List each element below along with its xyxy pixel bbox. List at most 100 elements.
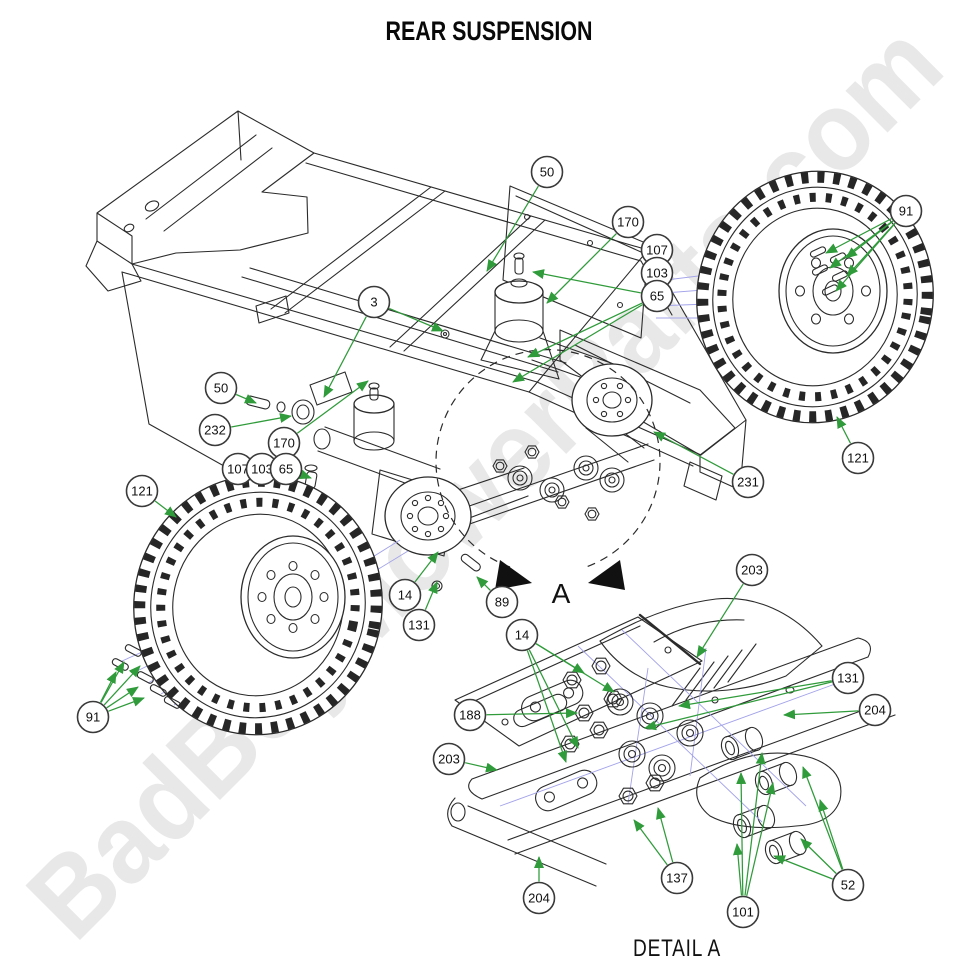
leader-line: [535, 643, 615, 693]
detail-cut-circle: [435, 349, 661, 568]
callout-204[interactable]: 204: [522, 856, 556, 915]
callout-50[interactable]: 50: [204, 371, 257, 405]
leader-line: [656, 807, 674, 863]
callout-bubble[interactable]: [432, 742, 466, 776]
leader-line: [424, 581, 438, 611]
callout-number: 137: [666, 871, 688, 886]
callout-65[interactable]: 65: [512, 269, 674, 383]
leader-line: [298, 469, 312, 480]
callout-50[interactable]: 50: [486, 155, 564, 272]
left-shock-absorber: [353, 382, 395, 451]
callout-170[interactable]: 170: [546, 205, 645, 304]
callout-bubble[interactable]: [357, 285, 391, 319]
callout-bubble[interactable]: [660, 861, 694, 895]
callout-203[interactable]: 203: [696, 553, 769, 658]
callout-number: 232: [204, 423, 226, 438]
lug-bolt: [163, 696, 181, 709]
callout-bubble[interactable]: [76, 700, 110, 734]
callout-number: 91: [899, 204, 913, 219]
callout-number: 65: [279, 462, 293, 477]
callout-170[interactable]: 170: [267, 380, 369, 460]
callout-bubble[interactable]: [858, 693, 892, 727]
callout-107[interactable]: 107: [640, 233, 674, 267]
callout-bubble[interactable]: [505, 618, 539, 652]
detail-main-plate: [454, 616, 757, 747]
callout-bubble[interactable]: [841, 441, 875, 475]
callout-bubble[interactable]: [889, 194, 923, 228]
leader-line: [464, 762, 498, 773]
callout-number: 3: [370, 295, 377, 310]
leader-line: [773, 855, 833, 880]
leader-line: [825, 218, 892, 254]
callout-number: 50: [540, 165, 554, 180]
callout-91[interactable]: 91: [825, 194, 923, 292]
callout-203[interactable]: 203: [432, 742, 498, 776]
callout-bubble[interactable]: [198, 413, 232, 447]
callout-101[interactable]: 101: [726, 752, 776, 929]
callout-number: 204: [864, 703, 886, 718]
callout-121[interactable]: 121: [836, 416, 875, 475]
callout-14[interactable]: 14: [505, 618, 615, 763]
callout-bubble[interactable]: [485, 585, 519, 619]
callout-137[interactable]: 137: [633, 807, 694, 895]
main-view-illustration: [85, 110, 934, 736]
callout-14[interactable]: 14: [388, 551, 439, 612]
axle-hardware: [406, 382, 632, 538]
leader-line: [103, 665, 141, 706]
callout-bubble[interactable]: [388, 578, 422, 612]
callout-89[interactable]: 89: [476, 576, 519, 619]
frame-cross-members: [121, 186, 649, 541]
alignment-guides: [499, 629, 847, 823]
leader-line: [388, 307, 444, 332]
callout-bubble[interactable]: [831, 868, 865, 902]
leader-line: [108, 697, 145, 712]
callout-number: 14: [515, 628, 529, 643]
callout-131[interactable]: 131: [644, 661, 865, 731]
detail-marker-label: A: [552, 578, 571, 609]
callout-bubble[interactable]: [204, 371, 238, 405]
callout-3[interactable]: 3: [323, 285, 444, 398]
callout-107[interactable]: 107: [221, 452, 255, 486]
callout-bubble[interactable]: [402, 608, 436, 642]
callout-number: 131: [408, 618, 430, 633]
callout-131[interactable]: 131: [402, 581, 438, 642]
callout-231[interactable]: 231: [653, 431, 765, 499]
leader-line: [633, 819, 668, 866]
left-hub: [384, 476, 472, 556]
leader-line: [476, 576, 491, 591]
leader-line: [802, 766, 843, 870]
leader-line: [835, 222, 896, 292]
leader-line: [744, 752, 766, 896]
callout-121[interactable]: 121: [125, 474, 177, 518]
callout-bubble[interactable]: [611, 205, 645, 239]
callout-bubble[interactable]: [831, 661, 865, 695]
callout-65[interactable]: 65: [269, 452, 312, 486]
bolt-part: [245, 395, 271, 410]
callout-bubble[interactable]: [522, 881, 556, 915]
callout-number: 188: [459, 708, 481, 723]
leader-line: [231, 413, 292, 428]
callout-number: 170: [273, 436, 295, 451]
callout-bubble[interactable]: [125, 474, 159, 508]
callout-52[interactable]: 52: [773, 766, 865, 902]
callout-bubble[interactable]: [453, 698, 487, 732]
callout-204[interactable]: 204: [783, 693, 892, 727]
leader-line: [526, 650, 568, 763]
callout-bubble[interactable]: [726, 895, 760, 929]
callout-number: 204: [528, 891, 550, 906]
callout-188[interactable]: 188: [453, 698, 578, 732]
callout-bubble[interactable]: [735, 553, 769, 587]
leader-line: [732, 843, 743, 896]
leader-line: [528, 649, 579, 749]
callout-bubble[interactable]: [640, 279, 674, 313]
leader-line: [296, 380, 369, 434]
callout-bubble[interactable]: [269, 452, 303, 486]
callout-number: 203: [438, 752, 460, 767]
callout-232[interactable]: 232: [198, 413, 292, 447]
callout-103[interactable]: 103: [640, 256, 674, 290]
callout-bubble[interactable]: [530, 155, 564, 189]
callout-91[interactable]: 91: [76, 661, 145, 734]
callout-bubble[interactable]: [731, 465, 765, 499]
